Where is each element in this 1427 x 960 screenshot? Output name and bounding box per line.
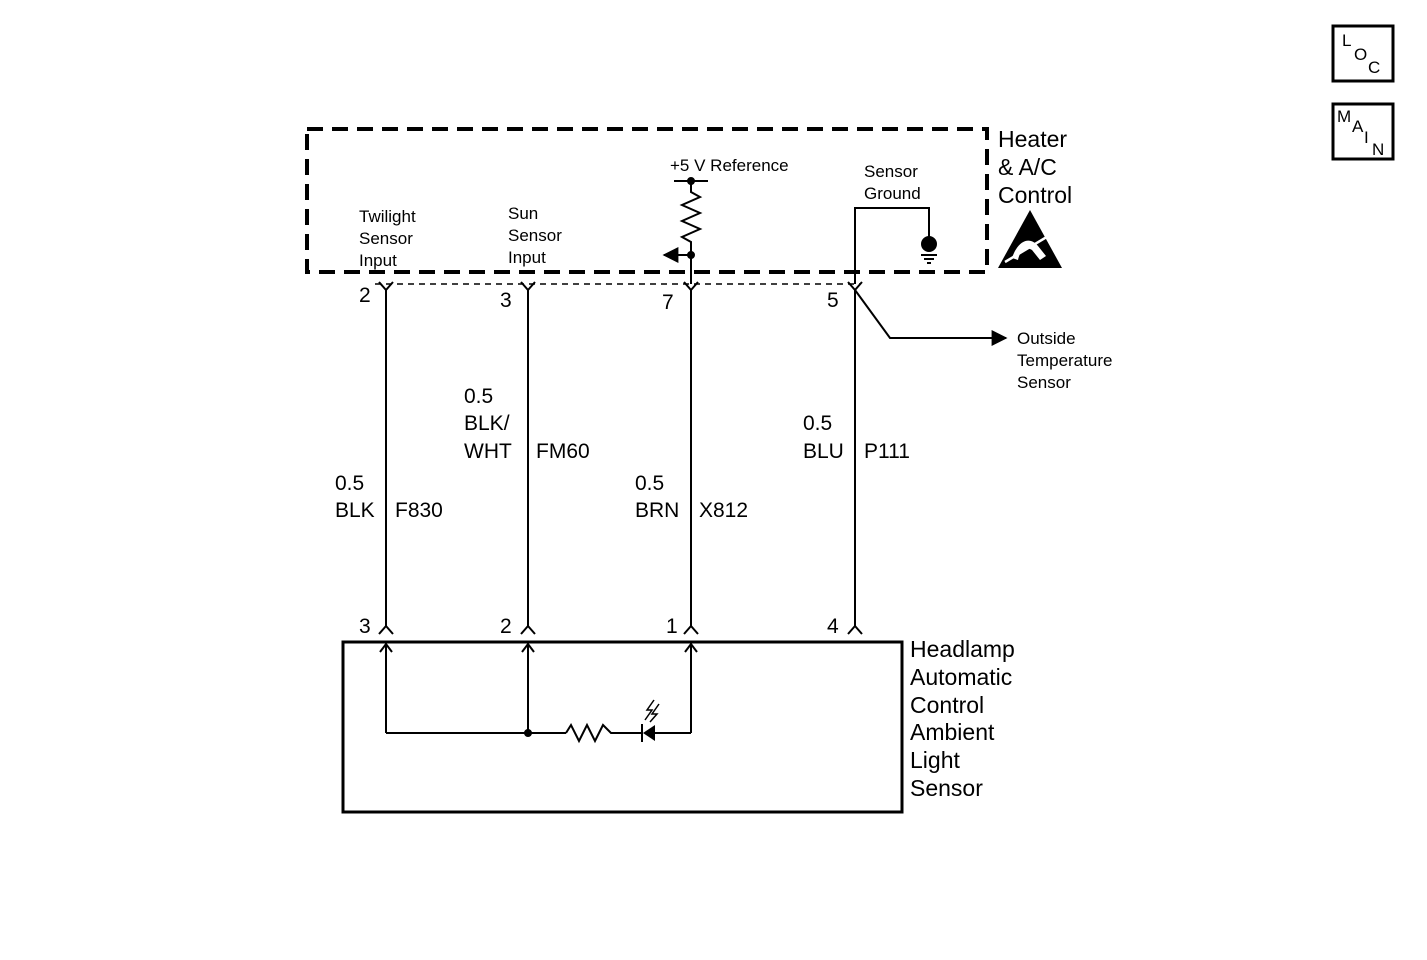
sensor-title-line1: Headlamp: [910, 636, 1015, 662]
loc-button[interactable]: L O C: [1331, 24, 1395, 83]
twilight-label-line2: Sensor: [359, 229, 413, 248]
pullup-resistor: [662, 177, 708, 284]
hvac-title-line2: & A/C: [998, 154, 1057, 180]
sun-label-line1: Sun: [508, 204, 538, 223]
sensor-title-line3: Control: [910, 692, 984, 718]
reference-label: +5 V Reference: [670, 156, 789, 175]
wire-f830-circuit: F830: [395, 499, 443, 522]
ground-symbol: [854, 207, 937, 284]
sensor-title-line2: Automatic: [910, 664, 1012, 690]
main-letter-m: M: [1337, 107, 1351, 126]
wire-lines: [385, 290, 856, 627]
photodiode-icon: [641, 699, 660, 742]
sensor-internal-circuit: [379, 642, 698, 744]
bottom-pin-3: 3: [359, 615, 371, 638]
wire-f830-gauge: 0.5: [335, 472, 364, 495]
sensor-ground-label-line1: Sensor: [864, 162, 918, 181]
loc-letter-l: L: [1342, 31, 1351, 50]
sensor-title-line4: Ambient: [910, 719, 995, 745]
main-button[interactable]: M A I N: [1331, 102, 1395, 161]
top-pin-5: 5: [827, 289, 839, 312]
outside-temp-label-line2: Temperature: [1017, 351, 1112, 370]
twilight-label-line3: Input: [359, 251, 397, 270]
wire-fm60-color-line2: WHT: [464, 440, 512, 463]
top-pin-7: 7: [662, 291, 674, 314]
outside-temp-branch: [854, 289, 1008, 346]
loc-letter-o: O: [1354, 45, 1367, 64]
wire-x812-gauge: 0.5: [635, 472, 664, 495]
hvac-title-line1: Heater: [998, 126, 1067, 152]
top-pin-2: 2: [359, 284, 371, 307]
outside-temp-label-line3: Sensor: [1017, 373, 1071, 392]
main-letter-i: I: [1364, 128, 1369, 147]
sensor-title-line6: Sensor: [910, 775, 983, 801]
wire-p111-color: BLU: [803, 440, 844, 463]
main-letter-n: N: [1372, 140, 1384, 159]
esd-warning-icon: [998, 210, 1062, 268]
twilight-label-line1: Twilight: [359, 207, 416, 226]
sensor-title-line5: Light: [910, 747, 960, 773]
sun-label-line2: Sensor: [508, 226, 562, 245]
sun-label-line3: Input: [508, 248, 546, 267]
bottom-pin-4: 4: [827, 615, 839, 638]
wire-p111-circuit: P111: [864, 440, 910, 463]
wire-fm60-circuit: FM60: [536, 440, 590, 463]
top-pin-terminals: [378, 281, 863, 292]
wire-x812-circuit: X812: [699, 499, 748, 522]
sensor-ground-label-line2: Ground: [864, 184, 921, 203]
wire-x812-color: BRN: [635, 499, 679, 522]
bottom-pin-2: 2: [500, 615, 512, 638]
outside-temp-label-line1: Outside: [1017, 329, 1076, 348]
loc-letter-c: C: [1368, 58, 1380, 77]
wire-f830-color: BLK: [335, 499, 375, 522]
wire-p111-gauge: 0.5: [803, 412, 832, 435]
top-pin-3: 3: [500, 289, 512, 312]
main-letter-a: A: [1352, 117, 1364, 136]
wire-fm60-color-line1: BLK/: [464, 412, 510, 435]
hvac-title-line3: Control: [998, 182, 1072, 208]
bottom-pin-1: 1: [666, 615, 678, 638]
hvac-control-module-box: [305, 127, 989, 274]
ambient-light-sensor-box: [341, 640, 904, 814]
wire-fm60-gauge: 0.5: [464, 385, 493, 408]
bottom-pin-terminals: [378, 624, 863, 635]
